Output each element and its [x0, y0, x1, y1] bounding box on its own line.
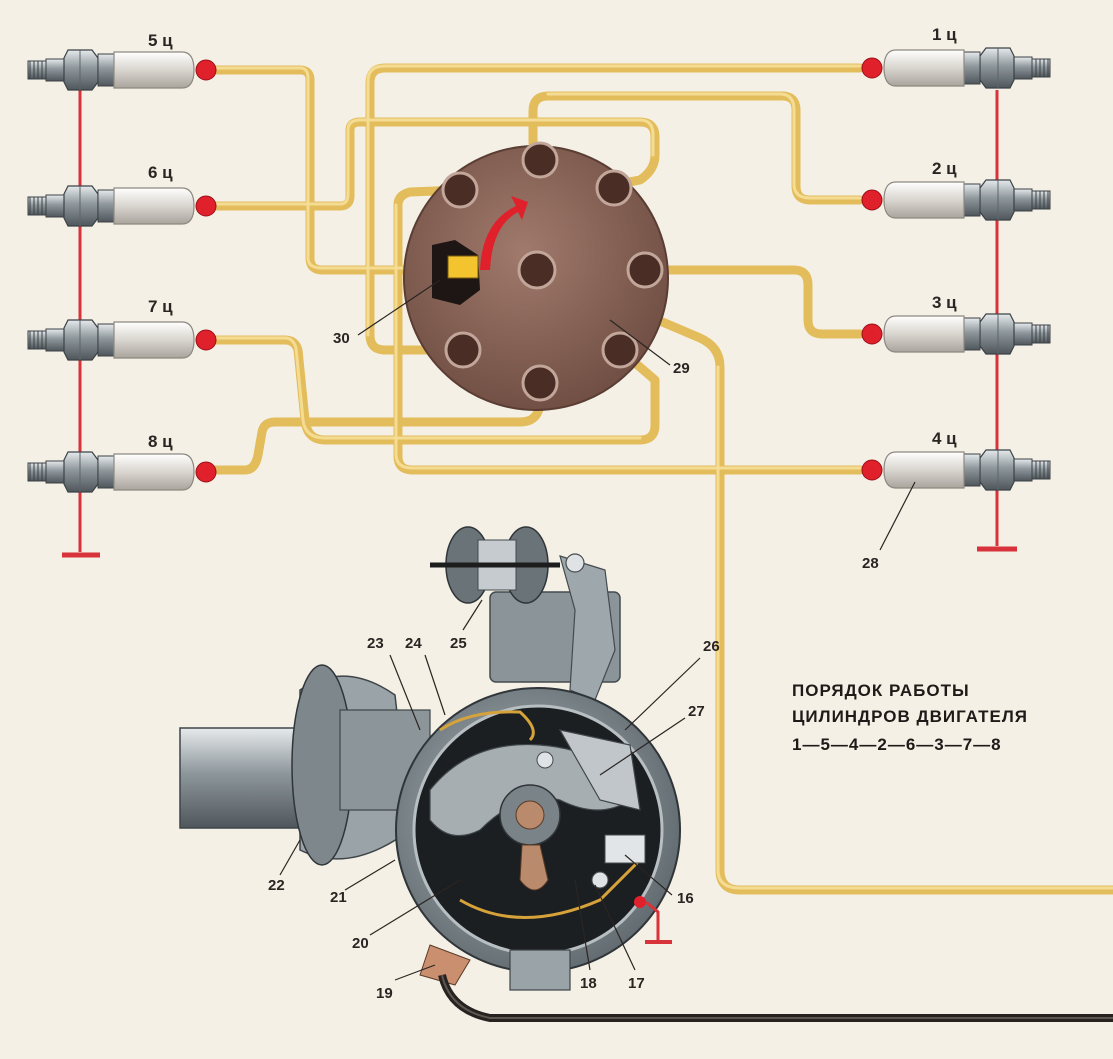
spark-plug-3: [861, 313, 1051, 355]
leader-lines: [279, 279, 916, 981]
callout-27: 27: [688, 703, 705, 720]
ht-wires: [205, 63, 1113, 895]
firing-order-subtitle: ЦИЛИНДРОВ ДВИГАТЕЛЯ: [792, 707, 1028, 726]
spark-plug-6: [27, 185, 217, 227]
spark-plug-8: [27, 451, 217, 493]
ground-symbol-icon: [634, 896, 672, 944]
distributor-body: [179, 526, 1113, 1022]
plug-label-6: 6 ц: [148, 163, 173, 182]
callout-16: 16: [677, 890, 694, 907]
callout-24: 24: [405, 635, 422, 652]
callout-29: 29: [673, 360, 690, 377]
firing-order-sequence: 1—5—4—2—6—3—7—8: [792, 735, 1002, 754]
spark-plug-1: [861, 47, 1051, 89]
callout-28: 28: [862, 555, 879, 572]
callout-22: 22: [268, 877, 285, 894]
callout-20: 20: [352, 935, 369, 952]
firing-order-title: ПОРЯДОК РАБОТЫ: [792, 681, 970, 700]
plug-label-3: 3 ц: [932, 293, 957, 312]
spark-plug-7: [27, 319, 217, 361]
plug-label-4: 4 ц: [932, 429, 957, 448]
callout-21: 21: [330, 889, 347, 906]
rotation-arrow-icon: [480, 196, 528, 270]
plug-label-2: 2 ц: [932, 159, 957, 178]
callout-26: 26: [703, 638, 720, 655]
plug-label-1: 1 ц: [932, 25, 957, 44]
spark-plug-4: [861, 449, 1051, 491]
spark-plug-5: [27, 49, 217, 91]
callout-25: 25: [450, 635, 467, 652]
spark-plug-2: [861, 179, 1051, 221]
ht-wires-highlight: [208, 64, 1113, 890]
callout-19: 19: [376, 985, 393, 1002]
plug-label-8: 8 ц: [148, 432, 173, 451]
distributor-cap: [403, 141, 669, 411]
callout-23: 23: [367, 635, 384, 652]
callout-30: 30: [333, 330, 350, 347]
callout-18: 18: [580, 975, 597, 992]
callout-17: 17: [628, 975, 645, 992]
plug-label-5: 5 ц: [148, 31, 173, 50]
plug-label-7: 7 ц: [148, 297, 173, 316]
